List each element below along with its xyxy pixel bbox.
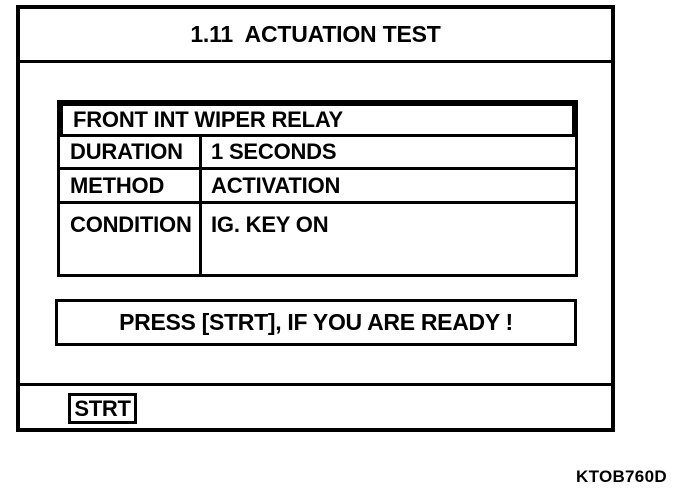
title-bar: 1.11 ACTUATION TEST xyxy=(20,9,611,63)
row-value-condition: IG. KEY ON xyxy=(211,212,329,237)
row-value-method: ACTIVATION xyxy=(211,172,341,198)
table-body: DURATION 1 SECONDS METHOD ACTIVATION CON… xyxy=(60,137,575,274)
message-box: PRESS [STRT], IF YOU ARE READY ! xyxy=(55,299,577,346)
ready-message: PRESS [STRT], IF YOU ARE READY ! xyxy=(119,309,513,335)
row-label-duration: DURATION xyxy=(60,137,202,167)
row-value-duration: 1 SECONDS xyxy=(211,139,337,164)
test-item-name: FRONT INT WIPER RELAY xyxy=(73,107,343,132)
actuation-test-table: FRONT INT WIPER RELAY DURATION 1 SECONDS… xyxy=(57,100,578,277)
page-title: 1.11 ACTUATION TEST xyxy=(190,21,441,47)
table-row-condition: CONDITION IG. KEY ON xyxy=(60,204,575,274)
row-label-method: METHOD xyxy=(60,170,202,201)
row-label-condition: CONDITION xyxy=(60,204,202,274)
figure-code: KTOB760D xyxy=(576,467,667,486)
table-row-method: METHOD ACTIVATION xyxy=(60,170,575,204)
softkey-bar: STRT xyxy=(20,383,611,428)
table-row-duration: DURATION 1 SECONDS xyxy=(60,137,575,170)
strt-button[interactable]: STRT xyxy=(68,393,137,424)
table-header-row: FRONT INT WIPER RELAY xyxy=(60,103,575,137)
scan-tool-screen: 1.11 ACTUATION TEST FRONT INT WIPER RELA… xyxy=(16,5,615,432)
